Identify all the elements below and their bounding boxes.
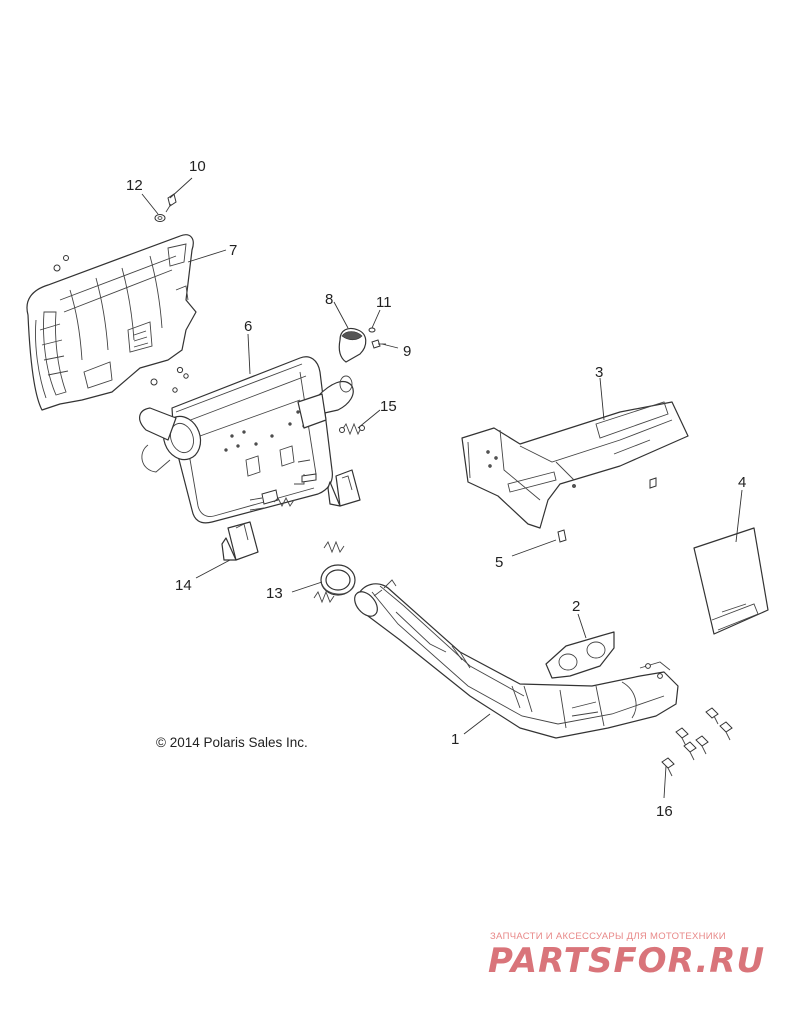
exhaust-gasket-part-2 bbox=[545, 631, 615, 679]
screw-part-5-a bbox=[649, 477, 657, 489]
callout-4: 4 bbox=[738, 474, 746, 491]
callout-1: 1 bbox=[451, 731, 459, 748]
callout-9: 9 bbox=[403, 343, 411, 360]
callout-10: 10 bbox=[189, 158, 206, 175]
watermark-logo: ЗАПЧАСТИ И АКСЕССУАРЫ ДЛЯ МОТОТЕХНИКИ PA… bbox=[488, 931, 765, 981]
heat-plate-part-4 bbox=[693, 527, 769, 635]
spring-lower-2 bbox=[313, 590, 335, 604]
callout-6: 6 bbox=[244, 318, 252, 335]
header-pipe-part-1 bbox=[354, 579, 679, 739]
watermark-tagline: ЗАПЧАСТИ И АКСЕССУАРЫ ДЛЯ МОТОТЕХНИКИ bbox=[490, 931, 726, 942]
rubber-mount-part-14 bbox=[221, 521, 259, 561]
callout-14: 14 bbox=[175, 577, 192, 594]
tailpipe-cap-part-8 bbox=[338, 327, 367, 363]
spring-small bbox=[273, 496, 295, 508]
heat-shield-part-7 bbox=[26, 234, 197, 411]
watermark-brand: PARTSFOR.RU bbox=[488, 941, 765, 981]
screw-part-9 bbox=[371, 339, 386, 349]
callout-2: 2 bbox=[572, 598, 580, 615]
callout-8: 8 bbox=[325, 291, 333, 308]
callout-7: 7 bbox=[229, 242, 237, 259]
heat-shield-bracket-part-3 bbox=[461, 401, 689, 529]
washer-part-12 bbox=[154, 214, 166, 222]
callout-5: 5 bbox=[495, 554, 503, 571]
callout-12: 12 bbox=[126, 177, 143, 194]
callout-11: 11 bbox=[376, 294, 392, 311]
muffler-part-6 bbox=[139, 356, 354, 524]
spring-part-15 bbox=[339, 422, 365, 436]
copyright-text: © 2014 Polaris Sales Inc. bbox=[156, 735, 308, 750]
callout-labels: 1 2 3 4 5 6 7 8 9 10 11 12 13 14 15 16 bbox=[126, 158, 746, 820]
clip-part-11 bbox=[368, 327, 376, 333]
gasket-ring-part-13 bbox=[320, 564, 356, 596]
screw-part-5 bbox=[557, 529, 567, 543]
callout-3: 3 bbox=[595, 364, 603, 381]
callout-16: 16 bbox=[656, 803, 673, 820]
bolt-part-10 bbox=[165, 193, 177, 213]
bolts-part-16 bbox=[661, 707, 733, 777]
spring-lower-1 bbox=[323, 540, 345, 554]
callout-13: 13 bbox=[266, 585, 283, 602]
leader-lines bbox=[141, 177, 743, 799]
rubber-mount-right bbox=[327, 469, 361, 507]
callout-15: 15 bbox=[380, 398, 397, 415]
